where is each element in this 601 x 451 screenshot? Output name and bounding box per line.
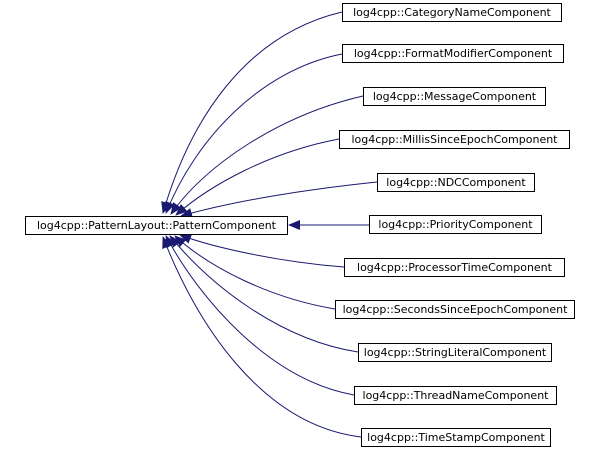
derived-class-node-thread-name[interactable]: log4cpp::ThreadNameComponent [354,386,557,405]
edge-message [170,95,364,215]
edge-time-stamp [162,236,362,438]
derived-class-node-processor-time[interactable]: log4cpp::ProcessorTimeComponent [344,258,565,277]
derived-class-node-ndc[interactable]: log4cpp::NDCComponent [377,173,535,192]
edge-format-modifier [165,53,343,214]
edge-ndc [180,181,378,218]
derived-class-node-priority[interactable]: log4cpp::PriorityComponent [369,215,542,234]
edge-thread-name [165,235,355,396]
derived-class-node-time-stamp[interactable]: log4cpp::TimeStampComponent [361,428,551,447]
edge-seconds-since-epoch [174,235,336,310]
derived-class-node-message[interactable]: log4cpp::MessageComponent [363,87,546,106]
derived-class-node-string-literal[interactable]: log4cpp::StringLiteralComponent [358,343,552,362]
edge-category-name [161,11,343,214]
derived-class-node-seconds-since-epoch[interactable]: log4cpp::SecondsSinceEpochComponent [335,300,575,319]
derived-class-node-format-modifier[interactable]: log4cpp::FormatModifierComponent [342,44,564,63]
edge-processor-time [179,234,345,268]
edge-string-literal [169,235,359,353]
edge-millis-since-epoch [175,138,340,216]
base-class-node[interactable]: log4cpp::PatternLayout::PatternComponent [25,216,288,235]
derived-class-node-category-name[interactable]: log4cpp::CategoryNameComponent [342,3,562,22]
derived-class-node-millis-since-epoch[interactable]: log4cpp::MillisSinceEpochComponent [339,130,570,149]
